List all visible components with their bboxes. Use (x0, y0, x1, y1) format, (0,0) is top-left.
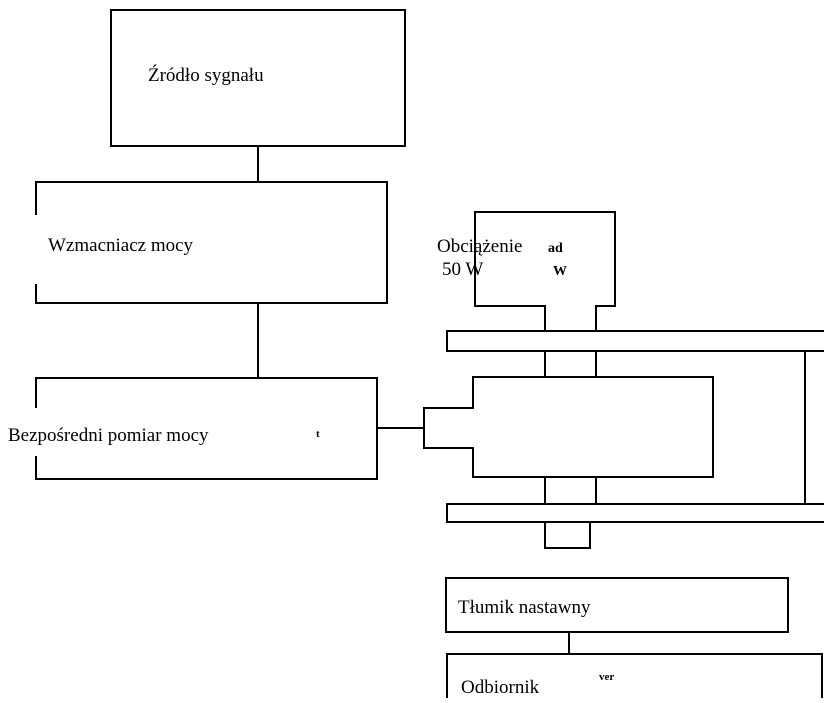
coupler-assembly (423, 330, 824, 549)
power-amplifier-block: Wzmacniacz mocy (35, 181, 388, 304)
load-label-line2: 50 W (442, 259, 483, 280)
receiver-label: Odbiornik (461, 677, 540, 698)
receiver-block: Odbiornik ver (446, 653, 823, 698)
attenuator-label: Tłumik nastawny (458, 597, 591, 618)
scan-artifact-w: W (553, 264, 567, 279)
direct-power-measurement-block: Bezpośredni pomiar mocy t (8, 377, 378, 480)
attenuator-feed (544, 522, 591, 549)
direct-power-measurement-label: Bezpośredni pomiar mocy (8, 425, 209, 446)
signal-source-label: Źródło sygnału (148, 64, 264, 86)
lower-waveguide (446, 503, 824, 523)
scan-artifact-ad: ad (548, 241, 563, 256)
coupler-body (423, 376, 714, 478)
load-label-line1: Obciążenie (437, 236, 522, 257)
upper-waveguide (446, 330, 824, 352)
load-block: Obciążenie 50 W ad W (437, 211, 616, 331)
attenuator-block: Tłumik nastawny (445, 577, 789, 633)
power-amplifier-label: Wzmacniacz mocy (48, 235, 194, 256)
bypass-guide (596, 350, 806, 504)
scan-artifact-mark: t (316, 428, 320, 440)
signal-source-block: Źródło sygnału (110, 9, 406, 147)
scan-artifact-ver: ver (599, 671, 614, 683)
